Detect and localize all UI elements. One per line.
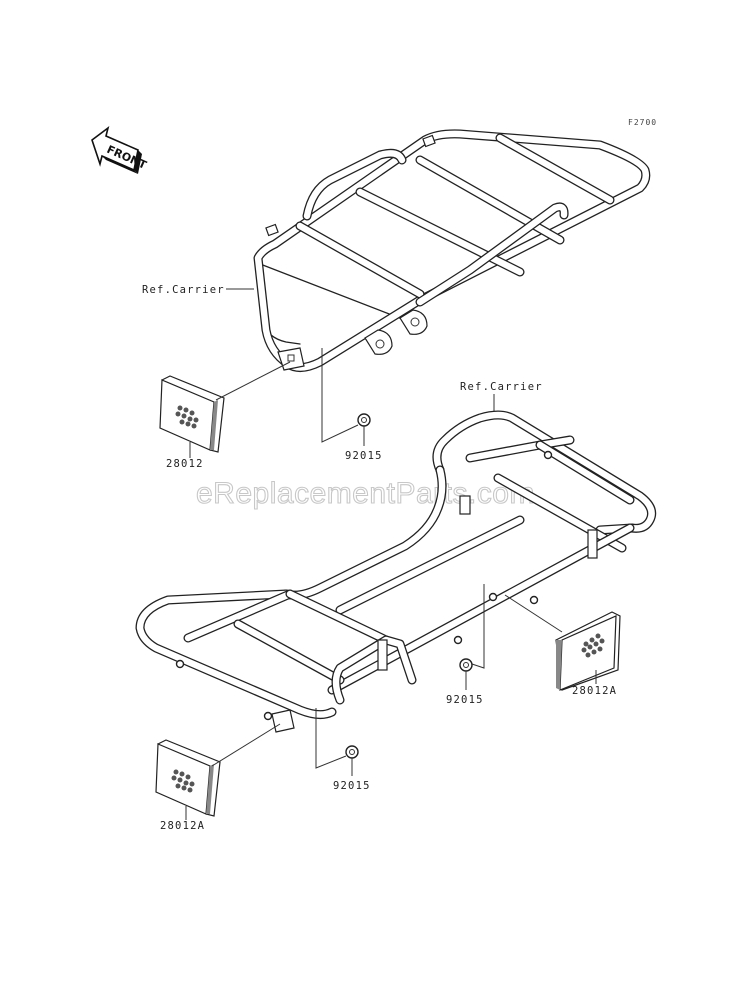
upper-carrier [253,129,651,372]
lower-carrier [135,410,657,733]
callout-reflector-rear: 28012 [166,458,204,470]
reflector-28012 [159,375,225,453]
front-arrow-icon: FRONT [91,126,149,174]
nut-92015-lower [345,745,359,759]
watermark: eReplacementParts.com [196,477,535,510]
reflector-28012A-right [555,611,621,691]
nut-92015-right [459,658,473,672]
callout-nut-lower: 92015 [333,780,371,792]
callout-ref-carrier-upper: Ref.Carrier [142,284,225,296]
callout-nut-right: 92015 [446,694,484,706]
reflector-28012A-left [155,739,221,817]
nut-92015-upper [357,413,371,427]
callout-ref-carrier-lower: Ref.Carrier [460,381,543,393]
callout-nut-upper: 92015 [345,450,383,462]
callout-reflector-side-left: 28012A [160,820,205,832]
diagram-code: F2700 [628,118,657,127]
callout-reflector-side-right: 28012A [572,685,617,697]
